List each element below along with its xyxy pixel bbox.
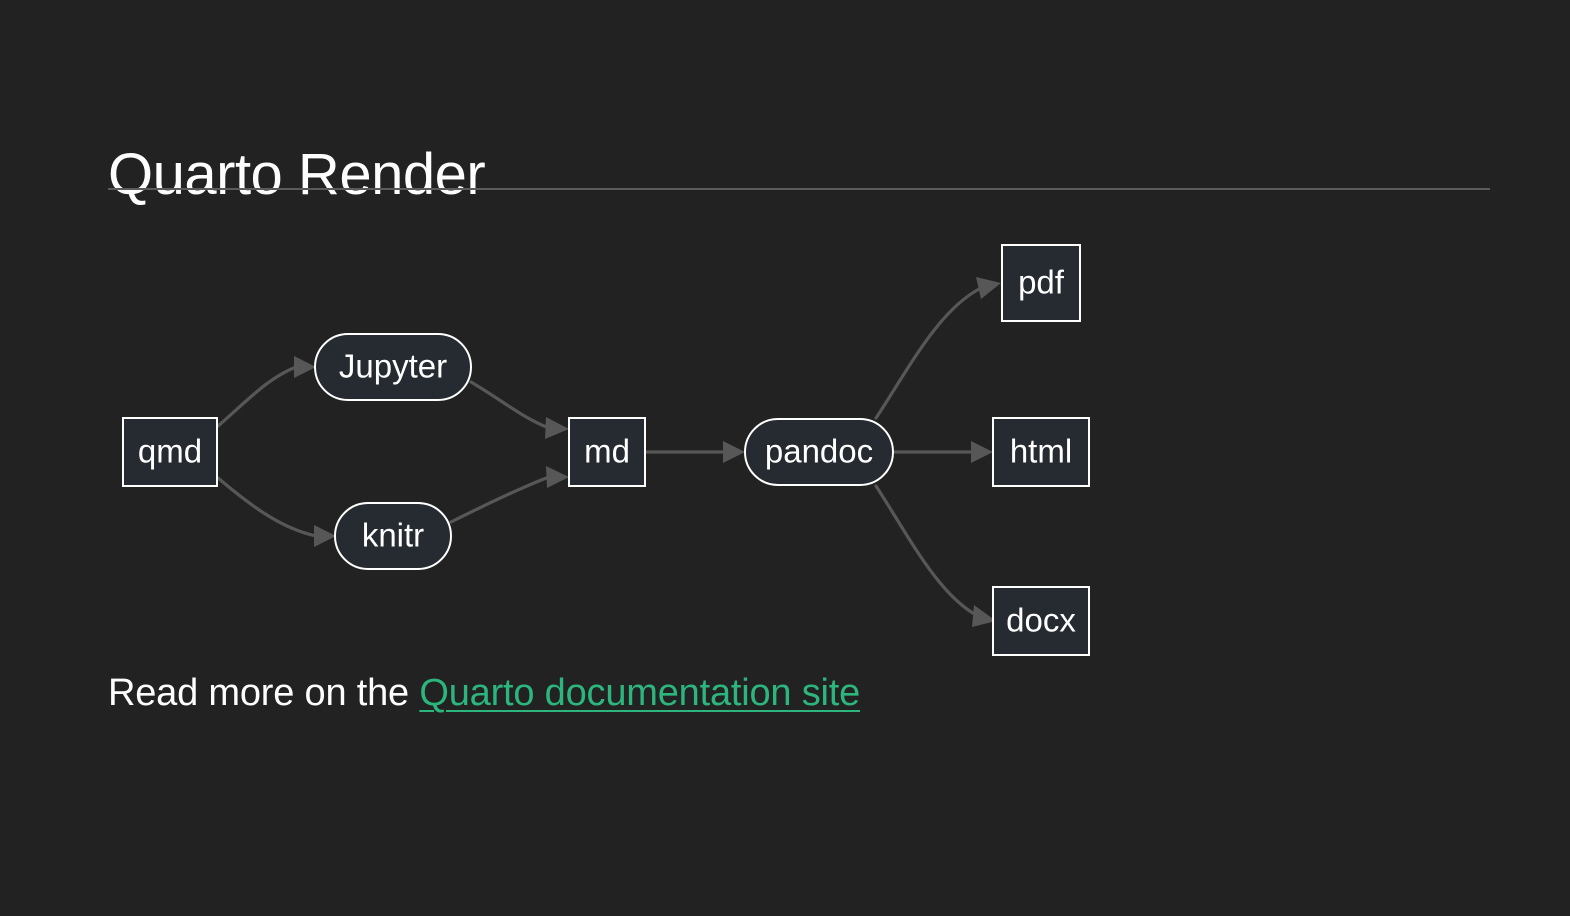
footer-text: Read more on the Quarto documentation si… <box>108 672 860 715</box>
edge-qmd-to-knitr <box>216 476 336 547</box>
node-md-label: md <box>584 433 630 470</box>
edge-jupyter-to-md <box>469 380 569 439</box>
edge-qmd-to-jupyter <box>216 356 316 428</box>
node-md[interactable]: md <box>568 417 646 487</box>
node-docx[interactable]: docx <box>992 586 1090 656</box>
footer-prefix: Read more on the <box>108 672 420 714</box>
node-qmd-label: qmd <box>138 433 202 470</box>
node-pandoc-label: pandoc <box>765 433 873 470</box>
edge-pandoc-to-docx <box>874 484 996 627</box>
node-knitr[interactable]: knitr <box>334 502 452 570</box>
node-docx-label: docx <box>1006 602 1076 639</box>
node-jupyter-label: Jupyter <box>339 348 447 385</box>
quarto-documentation-link[interactable]: Quarto documentation site <box>419 672 861 714</box>
node-jupyter[interactable]: Jupyter <box>314 333 472 401</box>
edge-md-to-pandoc <box>643 441 745 463</box>
node-qmd[interactable]: qmd <box>122 417 218 487</box>
node-pandoc[interactable]: pandoc <box>744 418 894 486</box>
edge-pandoc-to-html <box>890 441 993 463</box>
node-pdf[interactable]: pdf <box>1001 244 1081 322</box>
page-title: Quarto Render <box>108 141 486 207</box>
node-knitr-label: knitr <box>362 517 424 554</box>
edge-pandoc-to-pdf <box>874 277 1001 420</box>
node-html[interactable]: html <box>992 417 1090 487</box>
node-pdf-label: pdf <box>1018 264 1065 301</box>
edge-knitr-to-md <box>449 466 569 524</box>
title-divider <box>108 188 1490 190</box>
node-html-label: html <box>1010 433 1072 470</box>
